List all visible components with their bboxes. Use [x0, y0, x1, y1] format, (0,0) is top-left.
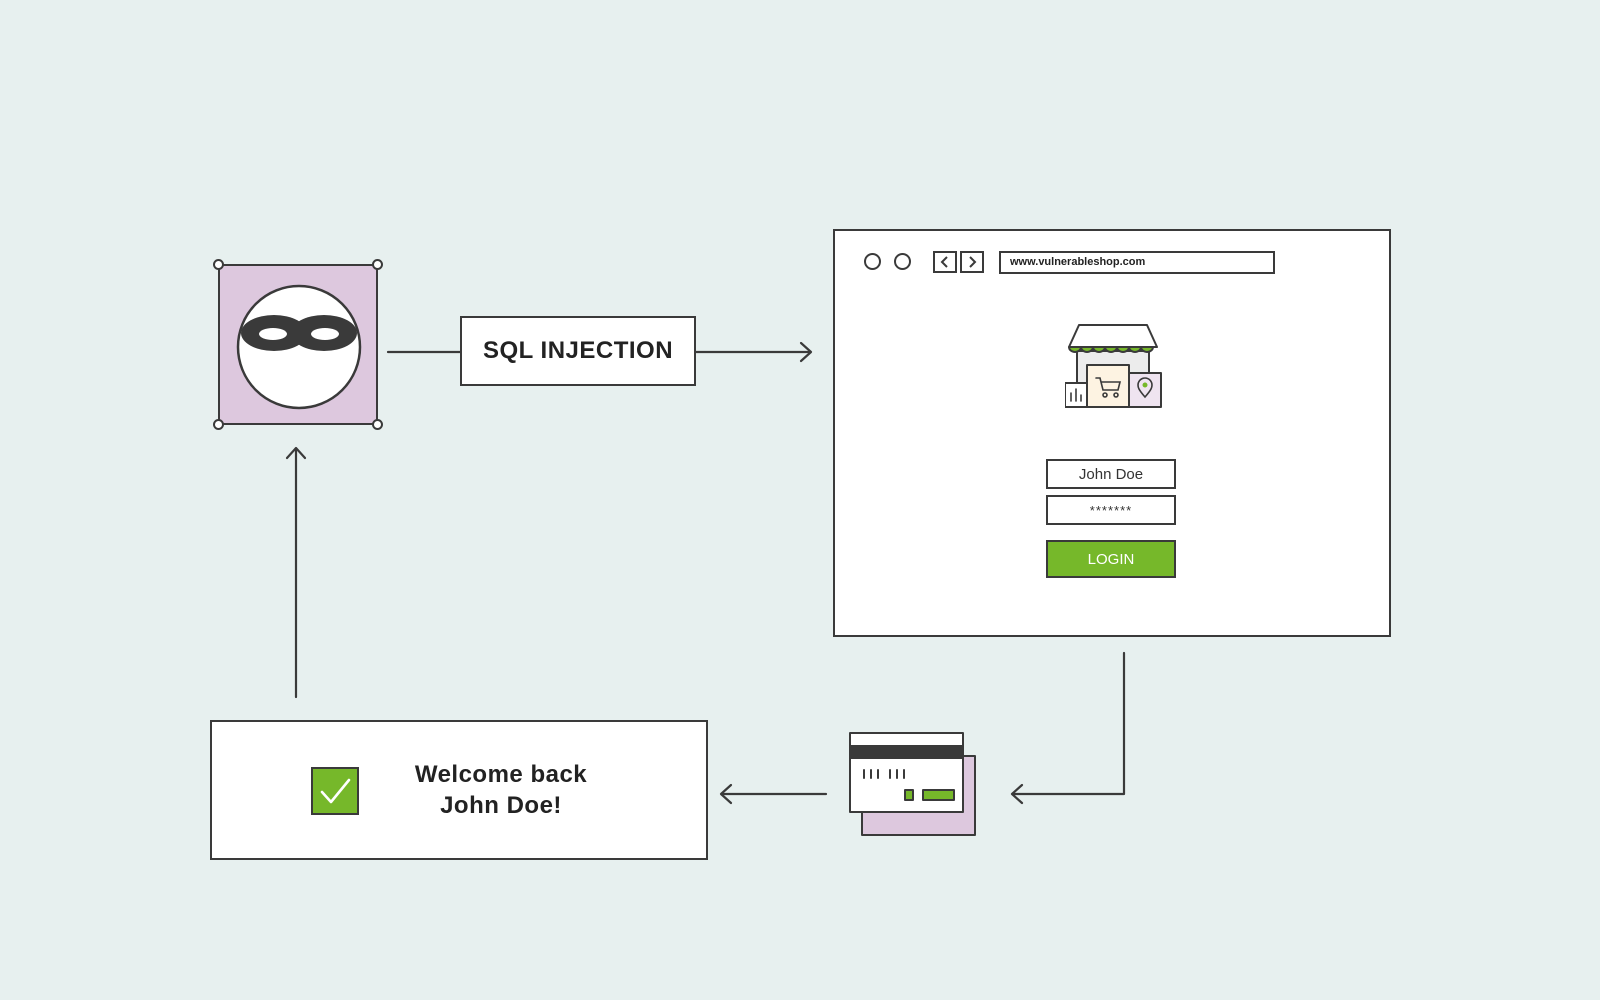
- password-field[interactable]: *******: [1046, 495, 1176, 525]
- sql-injection-label: SQL INJECTION: [460, 316, 696, 386]
- chevron-right-icon: [969, 256, 977, 268]
- attacker-node: [213, 259, 383, 430]
- checkmark-icon: [311, 767, 359, 815]
- arrowhead-to-attacker: [285, 446, 307, 460]
- chevron-left-icon: [940, 256, 948, 268]
- welcome-line-2: John Doe!: [440, 792, 562, 819]
- browser-window: www.vulnerableshop.com: [833, 229, 1391, 637]
- resize-handle: [372, 259, 383, 270]
- forward-button[interactable]: [960, 251, 984, 273]
- arrowhead-to-result: [719, 783, 733, 805]
- resize-handle: [213, 419, 224, 430]
- resize-handle: [372, 419, 383, 430]
- welcome-message-box: Welcome back John Doe!: [210, 720, 708, 860]
- welcome-line-1: Welcome back: [414, 761, 588, 788]
- credit-card-icon: [849, 732, 976, 836]
- back-button[interactable]: [933, 251, 957, 273]
- address-bar[interactable]: www.vulnerableshop.com: [999, 251, 1275, 274]
- storefront-icon: [1065, 324, 1162, 408]
- username-field[interactable]: John Doe: [1046, 459, 1176, 489]
- window-control-dot[interactable]: [894, 253, 911, 270]
- arrow-browser-to-card: [1011, 651, 1126, 796]
- masked-hacker-icon: [236, 284, 362, 410]
- arrowhead-to-card: [1010, 783, 1024, 805]
- resize-handle: [213, 259, 224, 270]
- arrowhead-to-browser: [799, 341, 813, 363]
- login-button[interactable]: LOGIN: [1046, 540, 1176, 578]
- welcome-message: Welcome back John Doe!: [390, 722, 612, 858]
- window-control-dot[interactable]: [864, 253, 881, 270]
